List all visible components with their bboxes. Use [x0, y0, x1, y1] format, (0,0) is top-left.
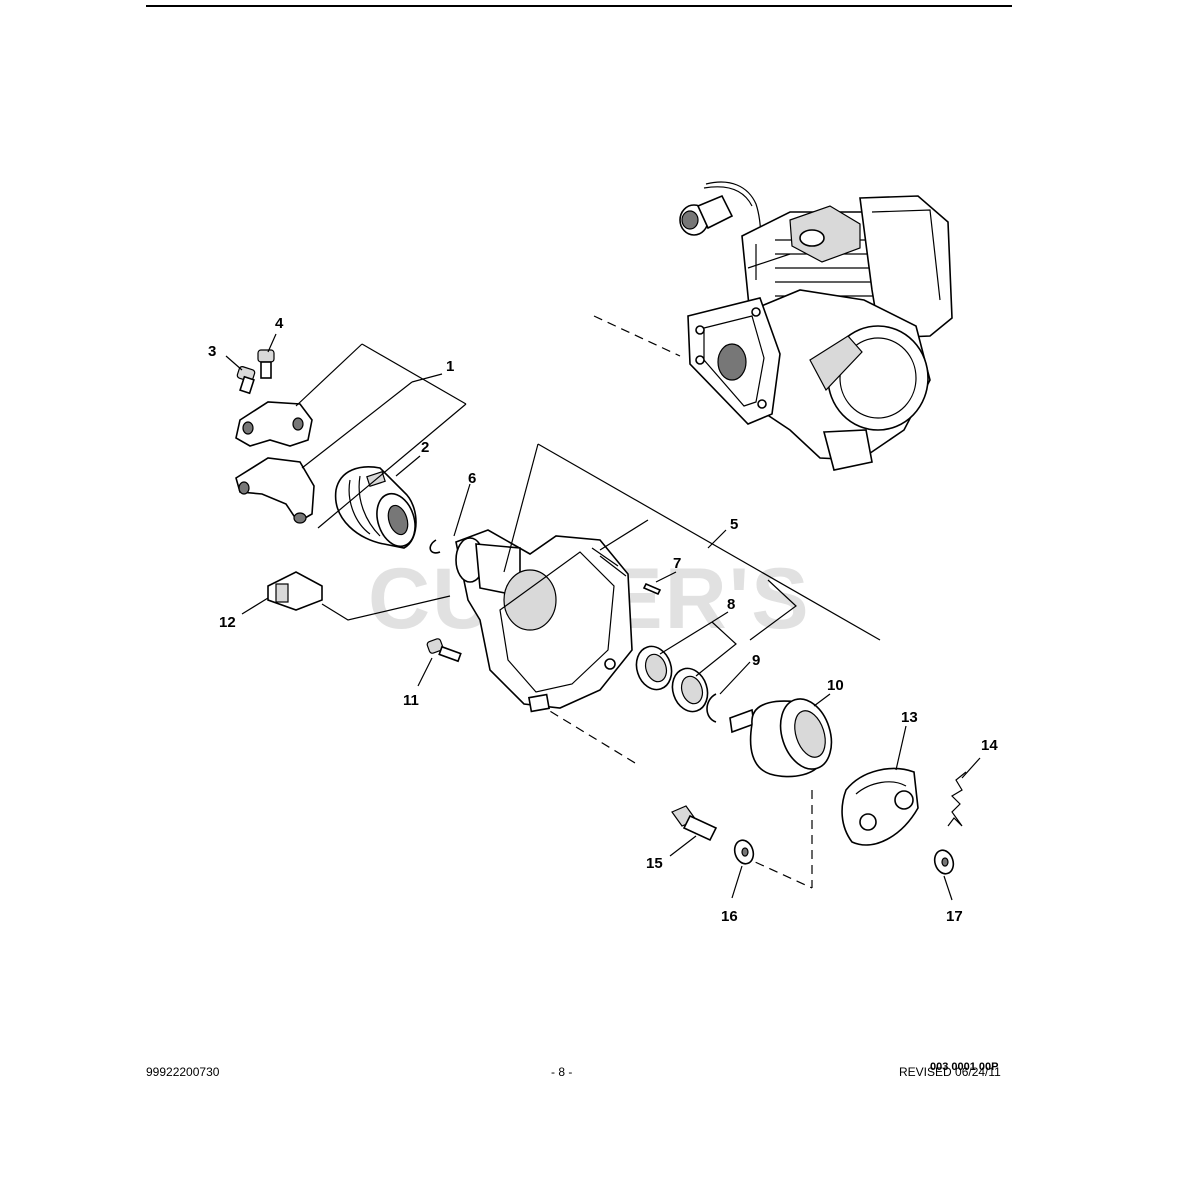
- alignment-line-housing: [511, 687, 641, 767]
- callout-16: 16: [721, 908, 738, 925]
- washer-part-17: [933, 849, 955, 875]
- callout-15: 15: [646, 855, 663, 872]
- bearings-part-8: [635, 645, 709, 713]
- callout-3: 3: [208, 343, 216, 360]
- callout-14: 14: [981, 737, 998, 754]
- callout-9: 9: [752, 652, 760, 669]
- clamp-lower: [235, 457, 315, 524]
- leader-lines: [225, 333, 981, 901]
- clutch-housing-part-5: [455, 529, 633, 713]
- callout-12: 12: [219, 614, 236, 631]
- alignment-line-engine: [593, 315, 681, 357]
- clutch-drum-part-10: [729, 698, 833, 778]
- sleeve-part-2: [334, 466, 417, 549]
- callouts: 1 2 3 4 5 6 7 8 9 10 11 12 13 14 15 16 1…: [208, 315, 998, 925]
- screw-part-4: [257, 349, 275, 379]
- callout-1: 1: [446, 358, 454, 375]
- callout-17: 17: [946, 908, 963, 925]
- callout-6: 6: [468, 470, 476, 487]
- clip-part-12: [267, 571, 323, 611]
- clamp-upper: [235, 401, 313, 447]
- footer-page-number: - 8 -: [551, 1065, 573, 1079]
- callout-7: 7: [673, 555, 681, 572]
- spark-plug-boot: [679, 194, 734, 236]
- callout-13: 13: [901, 709, 918, 726]
- pin-part-7: [642, 582, 662, 596]
- callout-4: 4: [275, 315, 284, 332]
- drawing-code: 003 0001 00P: [930, 1061, 999, 1073]
- washer-part-16: [733, 839, 755, 865]
- snap-ring-part-9: [706, 693, 717, 723]
- engine-assembly: [679, 181, 953, 471]
- top-rule: [146, 5, 1012, 7]
- callout-10: 10: [827, 677, 844, 694]
- footer-part-number: 99922200730: [146, 1065, 220, 1079]
- callout-11: 11: [403, 692, 419, 709]
- bolt-part-15: [671, 805, 718, 842]
- alignment-line-washer: [741, 855, 813, 889]
- callout-8: 8: [727, 596, 735, 613]
- screw-part-11: [426, 638, 462, 663]
- clutch-shoes-part-13: [841, 767, 919, 846]
- callout-5: 5: [730, 516, 738, 533]
- screw-part-3: [236, 366, 256, 395]
- footer-revision-date: REVISED 06/24/11: [899, 1065, 1001, 1079]
- circlip-part-6: [429, 539, 441, 554]
- spring-part-14: [947, 771, 967, 827]
- callout-2: 2: [421, 439, 429, 456]
